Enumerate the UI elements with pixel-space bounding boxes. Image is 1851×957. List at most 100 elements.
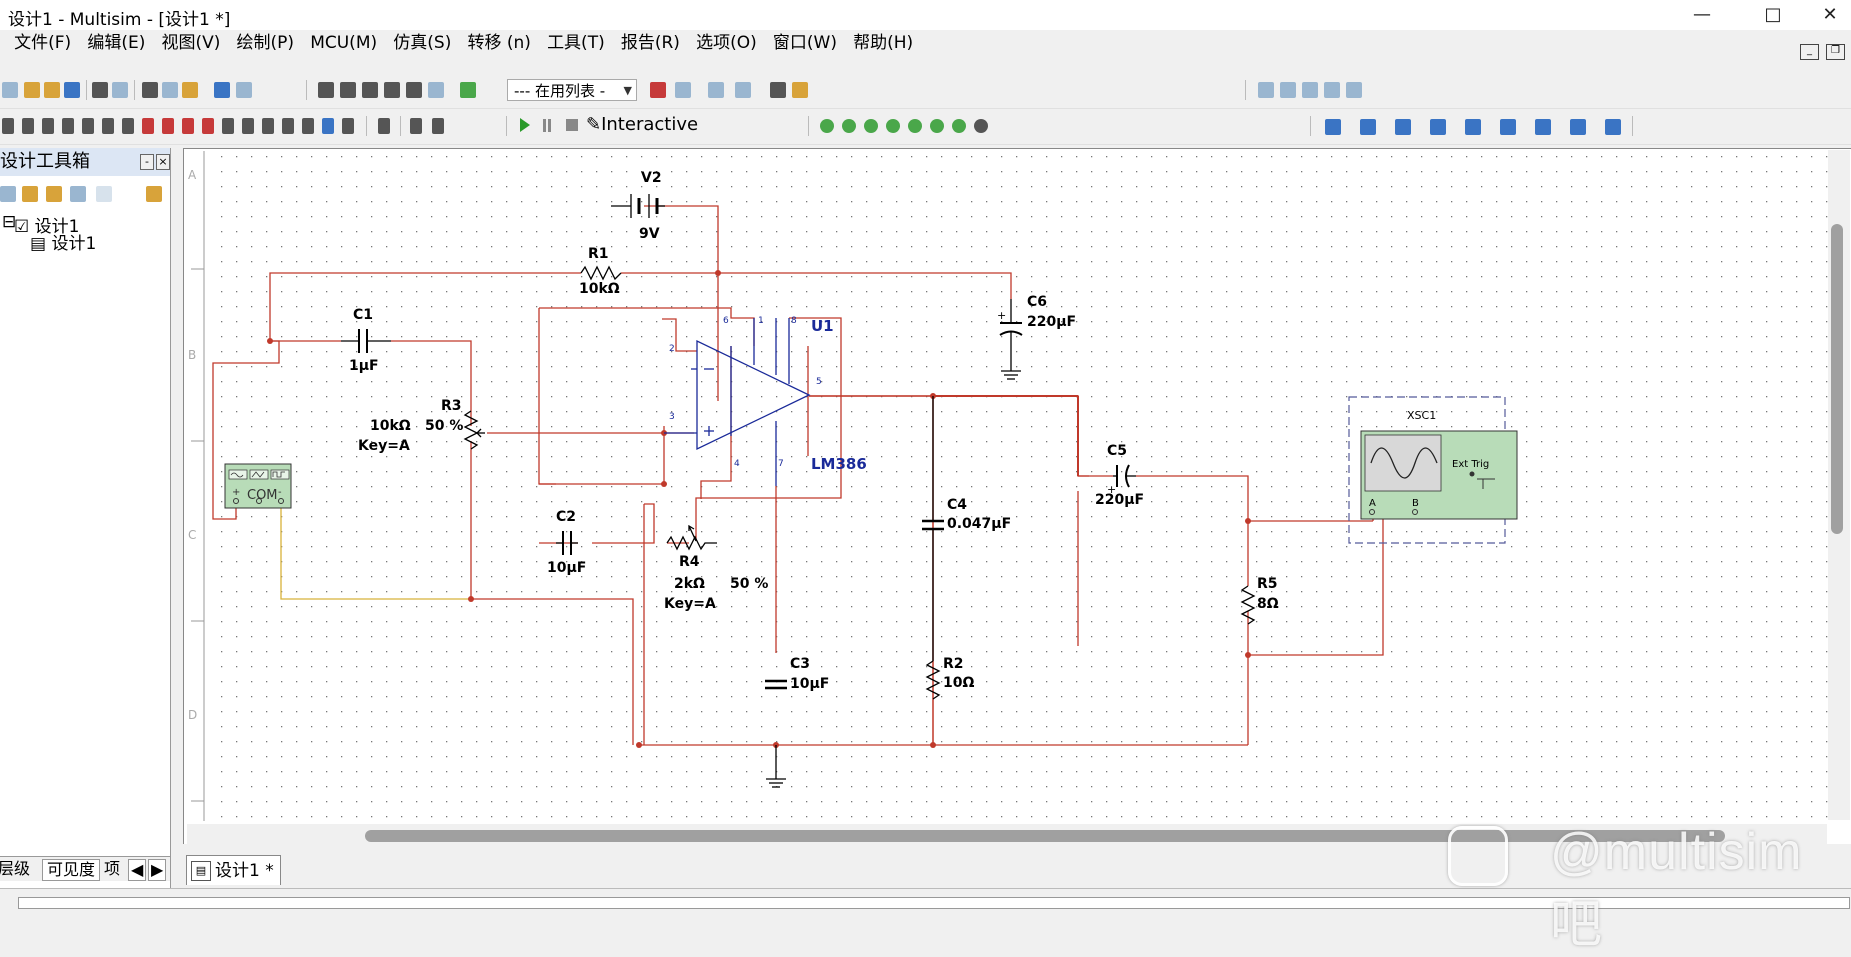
schematic-canvas[interactable]: A B C D [183,148,1851,844]
zoom-out-icon[interactable] [1280,82,1296,98]
bus-icon[interactable] [410,118,422,134]
menu-help[interactable]: 帮助(H) [853,33,914,53]
resistor-r5[interactable] [1240,585,1256,625]
capacitor-c4[interactable] [922,396,944,661]
cut-icon[interactable] [142,82,158,98]
probe-differential-icon[interactable] [886,119,900,133]
function-generator-icon[interactable] [1360,119,1376,135]
bode-plotter-icon[interactable] [1465,119,1481,135]
capacitor-c1[interactable] [341,329,391,353]
mdi-minimize-button[interactable]: _ [1800,44,1819,60]
database-icon[interactable] [362,82,378,98]
find-icon[interactable] [770,82,786,98]
maximize-button[interactable]: □ [1764,4,1782,25]
misc-digital-icon[interactable] [142,118,154,134]
function-generator-xfg1[interactable]: + - [224,463,292,509]
menu-edit[interactable]: 编辑(E) [87,33,146,53]
rf-icon[interactable] [262,118,274,134]
probe-power-icon[interactable] [864,119,878,133]
component-list-icon[interactable] [460,82,476,98]
menu-tools[interactable]: 工具(T) [547,33,605,53]
resistor-r2[interactable] [925,660,941,700]
help-icon[interactable] [792,82,808,98]
menu-reports[interactable]: 报告(R) [620,33,680,53]
logic-analyzer-icon[interactable] [1535,119,1551,135]
menu-options[interactable]: 选项(O) [696,33,757,53]
oscilloscope-icon[interactable] [1430,119,1446,135]
run-simulation-button[interactable] [520,118,530,132]
potentiometer-r3[interactable] [463,410,485,450]
capacitor-c6[interactable] [999,299,1023,380]
capacitor-c2[interactable] [556,531,578,555]
open-icon[interactable] [24,82,40,98]
probe-voltage-icon[interactable] [820,119,834,133]
toolbox-pin-button[interactable]: - [140,154,154,170]
tree-child[interactable]: ▤ 设计1 [30,234,97,254]
undo-icon[interactable] [214,82,230,98]
print-preview-icon[interactable] [112,82,128,98]
ttl-icon[interactable] [102,118,114,134]
stop-simulation-button[interactable] [566,119,578,131]
capacitor-c3[interactable] [765,679,787,690]
menu-transfer[interactable]: 转移 (n) [467,33,531,53]
probe-digital-icon[interactable] [930,119,944,133]
probe-reference-icon[interactable] [908,119,922,133]
schematic-svg[interactable]: A B C D [184,149,1851,844]
menu-mcu[interactable]: MCU(M) [310,33,378,53]
new-icon[interactable] [2,82,18,98]
multimeter-icon[interactable] [1325,119,1341,135]
opamp-u1[interactable] [664,318,811,486]
delete-icon[interactable] [96,186,112,202]
menu-view[interactable]: 视图(V) [161,33,221,53]
pause-simulation-button[interactable] [543,119,551,132]
new-subcircuit-icon[interactable] [70,186,86,202]
vertical-scroll-thumb[interactable] [1831,224,1843,534]
grid-icon[interactable] [340,82,356,98]
resistor-r1[interactable] [580,265,622,281]
tab-visibility[interactable]: 可见度 [42,859,101,881]
connectors-icon[interactable] [322,118,334,134]
mcu-icon[interactable] [342,118,354,134]
gear-icon[interactable] [974,119,988,133]
save-sheet-icon[interactable] [46,186,62,202]
wattmeter-icon[interactable] [1395,119,1411,135]
misc-icon[interactable] [222,118,234,134]
spreadsheet-icon[interactable] [406,82,422,98]
basic-icon[interactable] [22,118,34,134]
word-generator-icon[interactable] [1500,119,1516,135]
wire-icon[interactable] [432,118,444,134]
forward-annotate-icon[interactable] [708,82,724,98]
mdi-restore-button[interactable]: ❐ [1826,44,1845,60]
menu-file[interactable]: 文件(F) [14,33,72,53]
tab-project[interactable]: 项 [104,859,121,878]
capacitor-c5[interactable] [1113,464,1136,488]
analog-icon[interactable] [82,118,94,134]
paste-icon[interactable] [182,82,198,98]
grapher-icon[interactable] [384,82,400,98]
diode-icon[interactable] [42,118,54,134]
tab-hierarchy[interactable]: 层级 [0,859,31,878]
advanced-peripherals-icon[interactable] [242,118,254,134]
menu-place[interactable]: 绘制(P) [236,33,295,53]
copy-icon[interactable] [162,82,178,98]
iv-analyzer-icon[interactable] [1570,119,1586,135]
new-sheet-icon[interactable] [0,186,16,202]
zoom-full-icon[interactable] [1346,82,1362,98]
source-icon[interactable] [2,118,14,134]
menu-window[interactable]: 窗口(W) [772,33,837,53]
open-folder-icon[interactable] [22,186,38,202]
toolbox-close-button[interactable]: × [156,154,170,170]
tree-root[interactable]: ☑ 设计1 [14,217,80,237]
hierarchical-block-icon[interactable] [378,118,390,134]
indicator-icon[interactable] [182,118,194,134]
power-icon[interactable] [202,118,214,134]
close-button[interactable]: ✕ [1822,4,1838,25]
tab-scroll-left-icon[interactable]: ◀ [128,859,147,881]
cmos-icon[interactable] [122,118,134,134]
transistor-icon[interactable] [62,118,74,134]
zoom-in-icon[interactable] [1258,82,1274,98]
electromechanical-icon[interactable] [282,118,294,134]
transfer-icon[interactable] [735,82,751,98]
probe-settings-icon[interactable] [952,119,966,133]
minimize-button[interactable]: — [1693,4,1711,25]
